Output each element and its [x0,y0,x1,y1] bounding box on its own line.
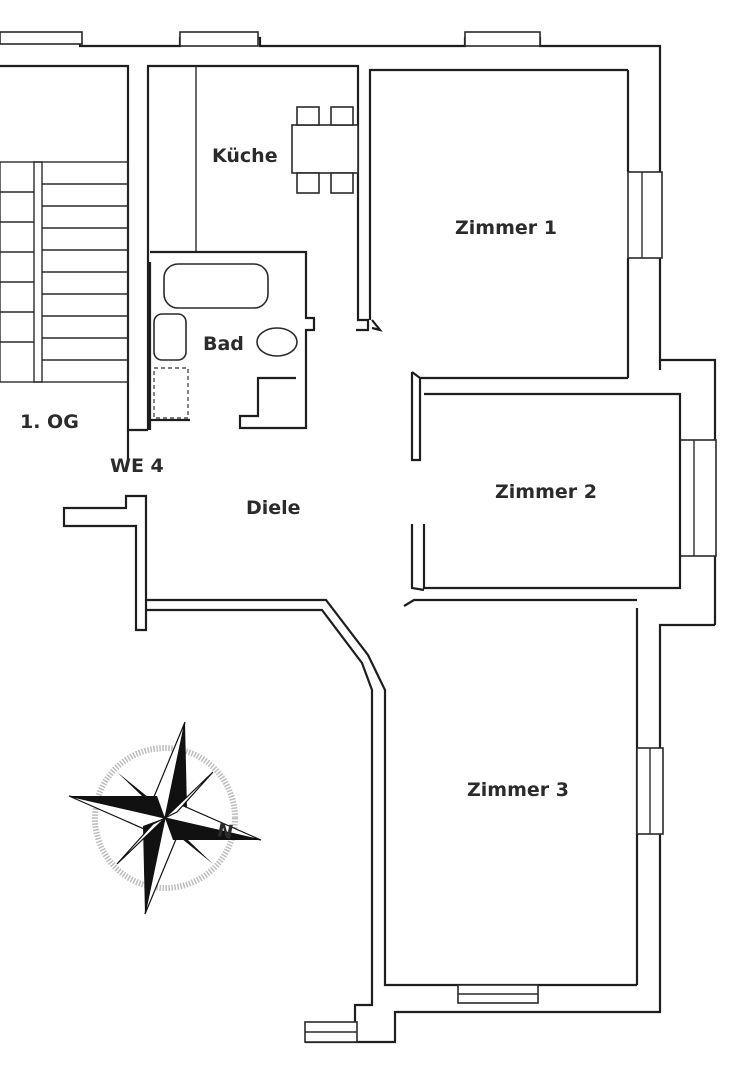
staircase [0,161,129,383]
label-hall: Diele [246,497,301,519]
label-unit: WE 4 [110,455,164,477]
label-bath: Bad [203,333,244,355]
bathroom [148,250,316,430]
bathtub [163,263,269,309]
room-1 [368,68,628,380]
compass-icon [68,721,262,915]
windows [0,31,717,1043]
label-floor: 1. OG [20,411,79,433]
kitchen [146,64,370,430]
label-room-3: Zimmer 3 [467,779,569,801]
label-room-2: Zimmer 2 [495,481,597,503]
hall [62,430,148,632]
dining-table [291,124,359,174]
sink [153,313,187,361]
label-room-1: Zimmer 1 [455,217,557,239]
room-2 [403,371,682,607]
label-kitchen: Küche [212,145,278,167]
toilet [256,327,298,357]
compass-north-letter: N [215,819,235,844]
